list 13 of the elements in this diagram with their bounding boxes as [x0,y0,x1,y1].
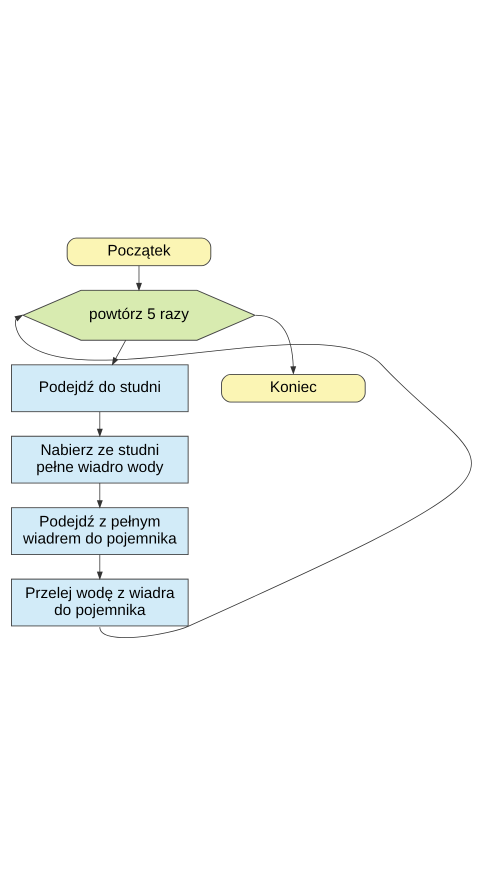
arrow [96,482,103,509]
node-box: Przelej wodę z wiadra do pojemnika [11,578,189,626]
node-box: Koniec [221,374,366,403]
node-box: Podejdź z pełnym wiadrem do pojemnika [11,507,189,555]
arrow [112,340,126,366]
arrow [14,314,472,638]
arrow [96,554,103,580]
node-box: Początek [66,238,212,266]
arrow [136,265,142,292]
arrow [96,411,103,438]
node-box: Nabierz ze studni pełne wiadro wody [11,436,189,484]
arrow [255,314,296,375]
node-box: Podejdź do studni [11,364,189,412]
